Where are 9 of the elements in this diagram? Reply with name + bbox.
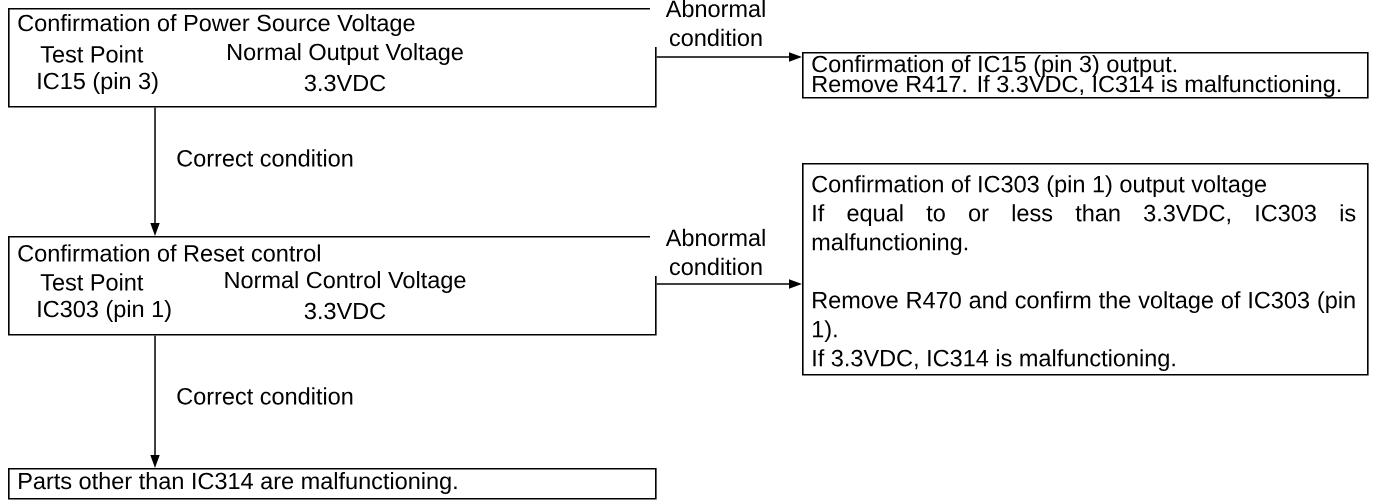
process-box: Confirmation of Reset control Test Point Normal Control Voltage IC303 (pin 1) 3.3VDC <box>8 236 657 336</box>
edge-label: Abnormal condition <box>650 227 782 277</box>
edge-label: Abnormal condition <box>650 0 782 48</box>
process-box: Parts other than IC314 are malfunctioning. <box>8 468 657 500</box>
edge-label: Correct condition <box>175 148 355 168</box>
process-box: Confirmation of IC303 (pin 1) output voltage If equal to or less than 3.3VDC, IC303 is malfunctioning. Remove R470 and confirm the voltage of IC303 (pin 1). If 3.3VDC, IC314 is malfunctioning. <box>802 163 1369 376</box>
process-box: Confirmation of IC15 (pin 3) output. Remove R417. If 3.3VDC, IC314 is malfunctioning. <box>802 52 1369 99</box>
edge-label: Correct condition <box>175 386 355 406</box>
process-box: Confirmation of Power Source Voltage Test Point Normal Output Voltage IC15 (pin 3) 3.3VDC <box>8 8 657 108</box>
